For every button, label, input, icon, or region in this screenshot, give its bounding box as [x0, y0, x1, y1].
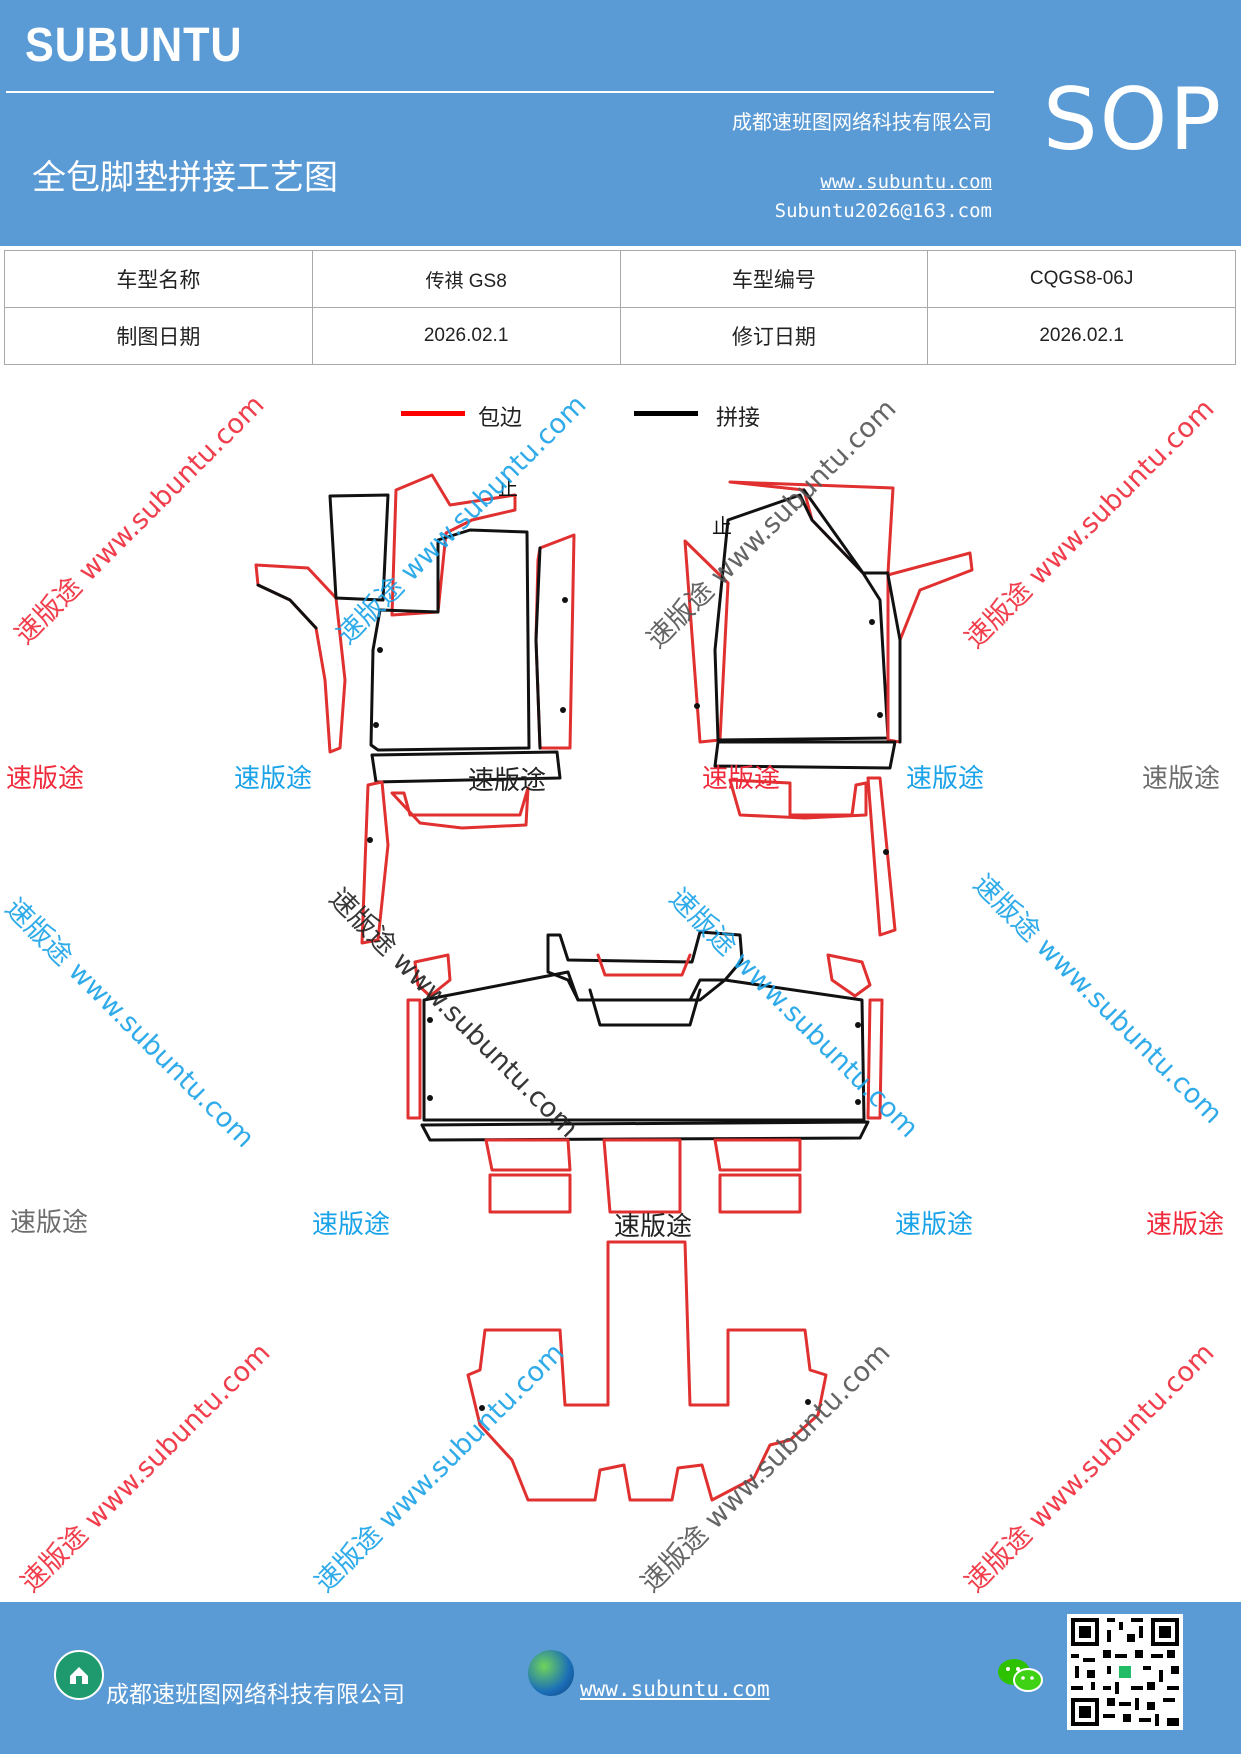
header-banner: SUBUNTU 成都速班图网络科技有限公司 全包脚垫拼接工艺图 www.subu…	[0, 0, 1241, 246]
legend-edge-label: 包边	[478, 406, 523, 431]
mat-layout-diagram	[254, 473, 974, 1502]
legend: 包边 拼接	[0, 400, 1241, 440]
qr-code[interactable]	[1067, 1614, 1183, 1730]
watermark-short: 速版途	[312, 1210, 391, 1240]
model-code-label: 车型编号	[619, 250, 929, 308]
model-name-value: 传祺 GS8	[311, 250, 621, 308]
header-email[interactable]: Subuntu2026@163.com	[774, 200, 992, 222]
watermark-short: 速版途	[234, 764, 313, 794]
front-left-mat	[254, 473, 576, 945]
stop-mark-left: 止	[498, 476, 518, 500]
footer-banner: 成都速班图网络科技有限公司 www.subuntu.com	[0, 1602, 1241, 1754]
brand-logo-text: SUBUNTU	[25, 19, 243, 72]
third-row-mat	[466, 1240, 828, 1502]
page-title: 全包脚垫拼接工艺图	[32, 158, 338, 198]
revise-date-value: 2026.02.1	[927, 307, 1236, 365]
info-table: 车型名称 传祺 GS8 车型编号 CQGS8-06J 制图日期 2026.02.…	[4, 250, 1236, 365]
watermark-short: 速版途	[906, 764, 985, 794]
model-name-label: 车型名称	[4, 250, 313, 308]
header-website-link[interactable]: www.subuntu.com	[820, 171, 992, 193]
legend-join-label: 拼接	[716, 406, 761, 431]
model-code-value: CQGS8-06J	[927, 250, 1236, 308]
watermark-short: 速版途	[1146, 1210, 1225, 1240]
watermark-short: 速版途	[1142, 764, 1221, 794]
draw-date-label: 制图日期	[4, 307, 313, 365]
table-row: 制图日期 2026.02.1 修订日期 2026.02.1	[4, 307, 1236, 365]
sop-badge: SOP	[1043, 70, 1224, 170]
watermark-short: 速版途	[10, 1208, 89, 1238]
home-icon	[54, 1650, 104, 1700]
footer-company: 成都速班图网络科技有限公司	[106, 1682, 405, 1708]
stitch-dots	[367, 597, 889, 1411]
watermark-short: 速版途	[468, 766, 547, 796]
legend-edge-swatch	[401, 411, 465, 416]
wechat-icon[interactable]	[996, 1656, 1044, 1696]
footer-website-link[interactable]: www.subuntu.com	[580, 1677, 770, 1701]
watermark-short: 速版途	[702, 764, 781, 794]
header-company: 成都速班图网络科技有限公司	[732, 110, 992, 134]
stop-mark-right: 止	[712, 514, 732, 538]
revise-date-label: 修订日期	[619, 307, 929, 365]
second-row-mat	[406, 930, 884, 1214]
draw-date-value: 2026.02.1	[311, 307, 621, 365]
watermark-short: 速版途	[895, 1210, 974, 1240]
legend-join-swatch	[634, 411, 698, 416]
front-right-mat	[683, 480, 974, 937]
watermark-short: 速版途	[614, 1212, 693, 1242]
watermark-short: 速版途	[6, 764, 85, 794]
header-divider	[6, 91, 994, 93]
table-row: 车型名称 传祺 GS8 车型编号 CQGS8-06J	[4, 250, 1236, 308]
globe-icon	[528, 1650, 574, 1696]
